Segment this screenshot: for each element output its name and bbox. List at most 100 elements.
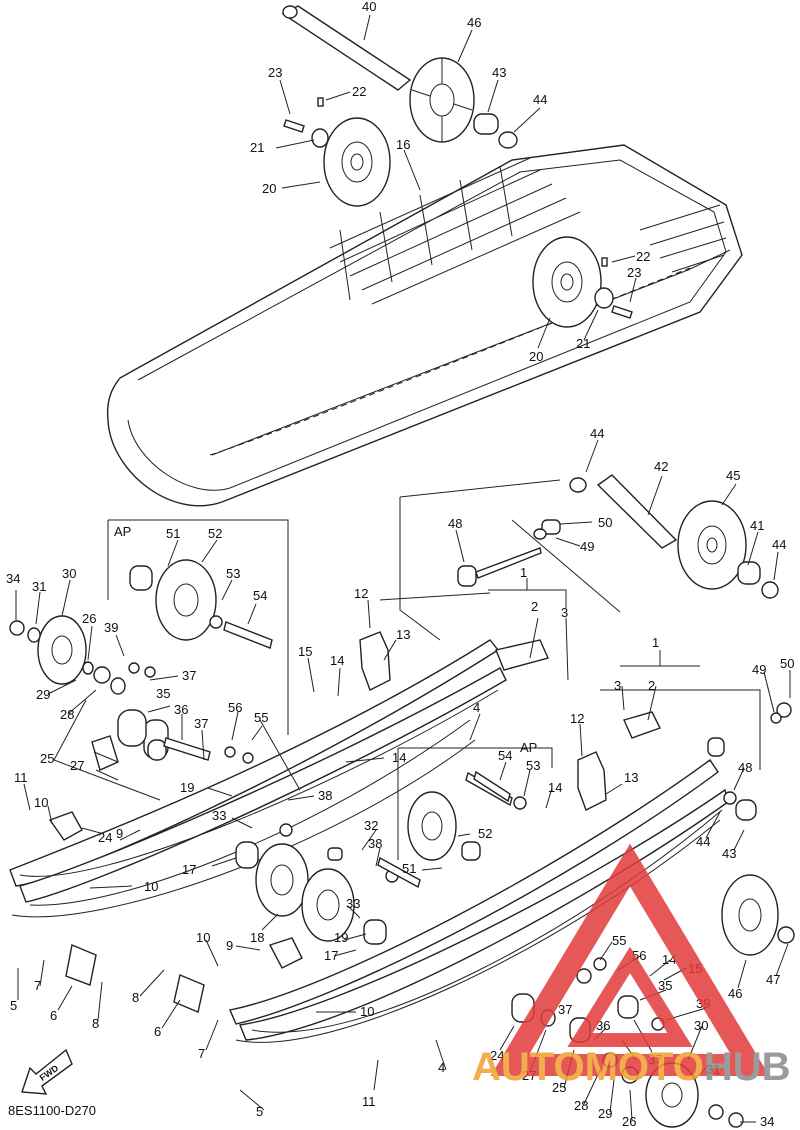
callout-54: 54 [498,748,512,763]
callout-40: 40 [362,0,376,14]
callout-2: 2 [531,599,538,614]
callout-36: 36 [174,702,188,717]
callout-9: 9 [116,826,123,841]
callout-19: 19 [334,930,348,945]
callout-19: 19 [180,780,194,795]
lower-right-wheel-46 [721,874,795,956]
callout-43: 43 [722,846,736,861]
callout-11: 11 [362,1094,376,1109]
callout-17: 17 [324,948,338,963]
callout-29: 29 [598,1106,612,1121]
callout-16: 16 [396,137,410,152]
callout-13: 13 [624,770,638,785]
callout-7: 7 [198,1046,205,1061]
ap-wheel-52-upper [129,559,273,649]
callout-34: 34 [760,1114,774,1129]
callout-52: 52 [208,526,222,541]
callout-8: 8 [92,1016,99,1031]
callout-26: 26 [82,611,96,626]
callout-9: 9 [226,938,233,953]
callout-30: 30 [694,1018,708,1033]
callout-18: 18 [250,930,264,945]
left-wheel-30 [9,615,126,695]
fwd-arrow: FWD [21,1048,73,1095]
callout-51: 51 [402,861,416,876]
callout-14: 14 [330,653,344,668]
callout-42: 42 [654,459,668,474]
callout-33: 33 [346,896,360,911]
assembly-guide-lines [53,479,761,801]
callout-31: 31 [32,579,46,594]
callout-44: 44 [533,92,547,107]
callout-54: 54 [253,588,267,603]
track-belt [106,144,743,507]
callout-3: 3 [561,605,568,620]
callout-4: 4 [473,700,480,715]
callout-30: 30 [62,566,76,581]
watermark-triangle-inner [567,946,693,1047]
callout-17: 17 [182,862,196,877]
callout-55: 55 [612,933,626,948]
callout-22: 22 [352,84,366,99]
callout-10: 10 [360,1004,374,1019]
watermark-logo: AUTOMOTOHUB [472,843,791,1089]
callout-37: 37 [194,716,208,731]
callout-24: 24 [98,830,112,845]
callout-23: 23 [268,65,282,80]
callout-38: 38 [368,836,382,851]
callout-33: 33 [212,808,226,823]
callout-22: 22 [636,249,650,264]
callout-21: 21 [576,336,590,351]
callout-12: 12 [570,711,584,726]
callout-20: 20 [262,181,276,196]
callout-38: 38 [318,788,332,803]
callout-10: 10 [34,795,48,810]
callout-50: 50 [780,656,794,671]
callout-27: 27 [70,758,84,773]
callout-49: 49 [752,662,766,677]
callout-37: 37 [182,668,196,683]
ap-wheel-52-lower [407,771,527,861]
callout-25: 25 [552,1080,566,1095]
callout-20: 20 [529,349,543,364]
callout-1: 1 [520,565,527,580]
callout-23: 23 [627,265,641,280]
callout-5: 5 [10,998,17,1013]
callout-7: 7 [34,978,41,993]
middle-axle-assembly [457,474,779,599]
callout-10: 10 [144,879,158,894]
callout-13: 13 [396,627,410,642]
callout-28: 28 [60,707,74,722]
callout-12: 12 [354,586,368,601]
track-lugs [329,157,727,305]
callout-43: 43 [492,65,506,80]
callout-2: 2 [648,678,655,693]
callout-8: 8 [132,990,139,1005]
callout-47: 47 [766,972,780,987]
watermark-suffix: HUB [704,1045,791,1089]
callout-10: 10 [196,930,210,945]
callout-15: 15 [298,644,312,659]
callout-44: 44 [696,834,710,849]
callout-51: 51 [166,526,180,541]
callout-26: 26 [622,1114,636,1129]
ap-box-label-lower: AP [520,740,537,755]
callout-41: 41 [750,518,764,533]
ap-box-lower: AP [397,740,553,860]
callout-35: 35 [156,686,170,701]
callout-37: 37 [558,1002,572,1017]
upper-axle-assembly [281,5,518,149]
callout-52: 52 [478,826,492,841]
ap-box-upper: AP [107,519,289,735]
callout-21: 21 [250,140,264,155]
brackets [48,631,792,1043]
callout-34: 34 [6,571,20,586]
watermark-prefix: AUTOMOTO [472,1045,704,1089]
callout-50: 50 [598,515,612,530]
ap-box-label-upper: AP [114,524,131,539]
callout-39: 39 [104,620,118,635]
callout-6: 6 [50,1008,57,1023]
callout-35: 35 [658,978,672,993]
